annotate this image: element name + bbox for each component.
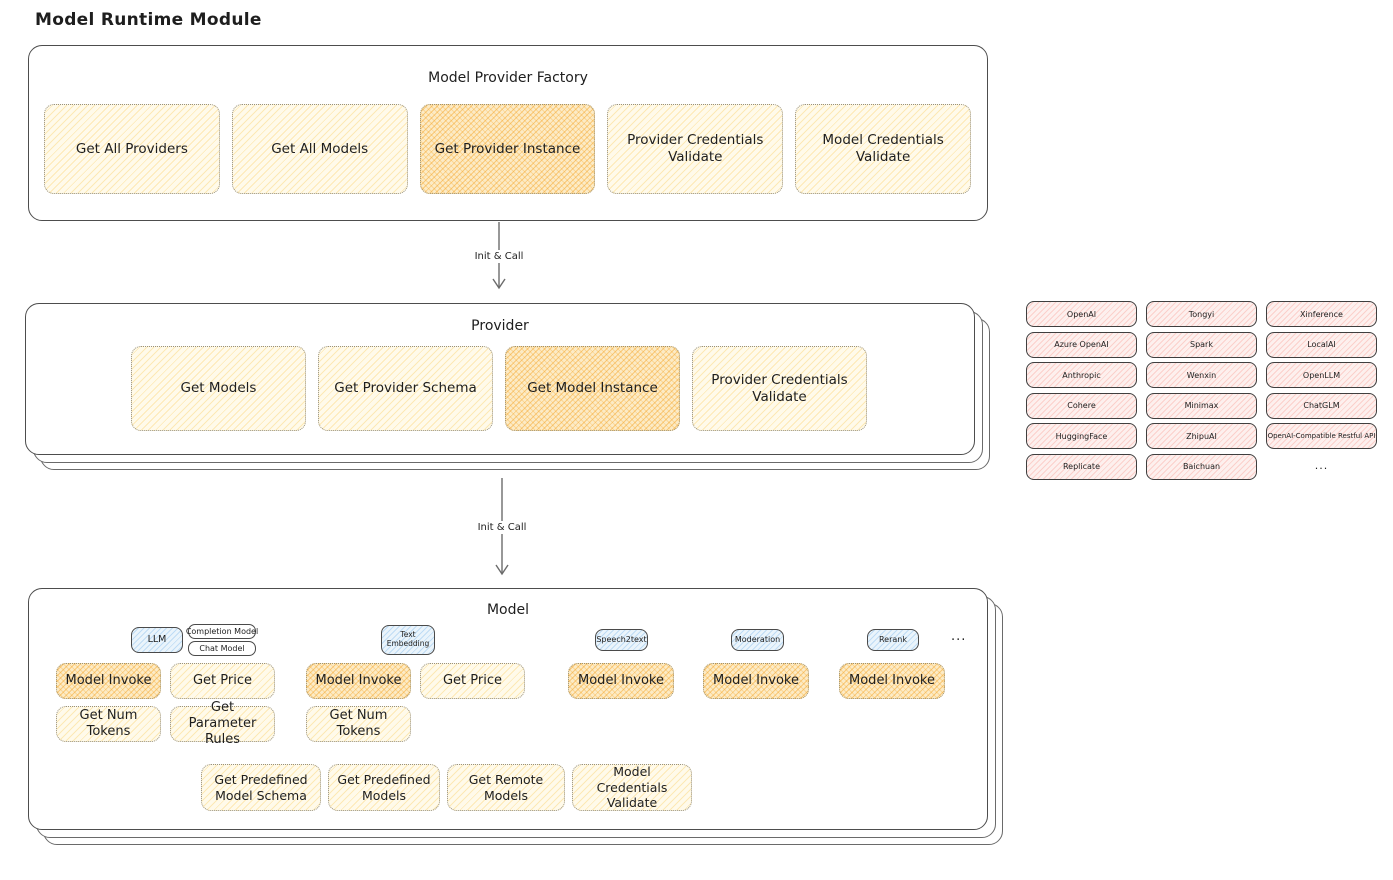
provider-item-get-provider-schema: Get Provider Schema	[318, 346, 493, 431]
text-embedding-actions: Model Invoke Get Price Get Num Tokens	[306, 663, 528, 742]
vendor-xinference: Xinference	[1266, 301, 1377, 327]
embedding-get-price: Get Price	[420, 663, 525, 699]
moderation-tab-row: Moderation	[703, 623, 811, 657]
vendor-openai-compatible-restful-api: OpenAI-Compatible Restful API	[1266, 423, 1377, 449]
model-bottom-row: Get Predefined Model Schema Get Predefin…	[201, 764, 692, 811]
speech2text-model-invoke: Model Invoke	[568, 663, 674, 699]
speech2text-actions: Model Invoke	[568, 663, 674, 699]
llm-actions: Model Invoke Get Price Get Num Tokens Ge…	[56, 663, 278, 747]
embedding-get-num-tokens: Get Num Tokens	[306, 706, 411, 742]
factory-title: Model Provider Factory	[428, 70, 588, 86]
rerank-model-invoke: Model Invoke	[839, 663, 945, 699]
provider-vendor-grid: OpenAI Tongyi Xinference Azure OpenAI Sp…	[1026, 301, 1377, 480]
moderation-actions: Model Invoke	[703, 663, 811, 699]
embedding-model-invoke: Model Invoke	[306, 663, 411, 699]
factory-item-get-all-models: Get All Models	[231, 104, 408, 194]
tab-moderation: Moderation	[731, 629, 784, 651]
vendor-more-ellipsis: ...	[1314, 459, 1329, 472]
llm-get-num-tokens: Get Num Tokens	[56, 706, 161, 742]
model-types-ellipsis: ...	[951, 629, 967, 644]
vendor-anthropic: Anthropic	[1026, 362, 1137, 388]
provider-item-get-model-instance: Get Model Instance	[505, 346, 680, 431]
tab-rerank: Rerank	[867, 629, 919, 651]
model-stack: Model LLM Completion Model Chat Model Mo…	[28, 588, 1003, 845]
model-title: Model	[486, 602, 530, 618]
vendor-tongyi: Tongyi	[1146, 301, 1257, 327]
model-group-rerank: Rerank Model Invoke	[839, 623, 948, 699]
rerank-actions: Model Invoke	[839, 663, 948, 699]
vendor-huggingface: HuggingFace	[1026, 423, 1137, 449]
get-predefined-models: Get Predefined Models	[328, 764, 440, 811]
speech2text-tab-row: Speech2text	[568, 623, 674, 657]
vendor-replicate: Replicate	[1026, 453, 1137, 480]
init-call-label-2: Init & Call	[473, 521, 531, 534]
diagram-title: Model Runtime Module	[35, 10, 262, 30]
provider-items-row: Get Models Get Provider Schema Get Model…	[131, 346, 867, 431]
model-group-moderation: Moderation Model Invoke	[703, 623, 811, 699]
model-group-speech2text: Speech2text Model Invoke	[568, 623, 674, 699]
provider-box: Provider Get Models Get Provider Schema …	[25, 303, 975, 455]
init-call-label-1: Init & Call	[470, 250, 528, 263]
model-provider-factory-box: Model Provider Factory Get All Providers…	[28, 45, 988, 221]
tab-llm: LLM	[131, 627, 183, 653]
tab-completion-model: Completion Model	[186, 624, 258, 639]
vendor-openai: OpenAI	[1026, 301, 1137, 327]
text-embedding-tab-row: Text Embedding	[306, 623, 528, 657]
get-remote-models: Get Remote Models	[447, 764, 565, 811]
factory-item-model-credentials-validate: Model Credentials Validate	[795, 104, 971, 194]
vendor-localai: LocalAI	[1266, 331, 1377, 358]
vendor-spark: Spark	[1146, 331, 1257, 358]
llm-get-parameter-rules: Get Parameter Rules	[170, 700, 275, 747]
vendor-baichuan: Baichuan	[1146, 453, 1257, 480]
factory-item-get-all-providers: Get All Providers	[44, 104, 220, 194]
tab-speech2text: Speech2text	[595, 629, 648, 651]
tab-chat-model: Chat Model	[188, 641, 256, 656]
rerank-tab-row: Rerank	[839, 623, 948, 657]
vendor-chatglm: ChatGLM	[1266, 392, 1377, 419]
moderation-model-invoke: Model Invoke	[703, 663, 809, 699]
factory-items-row: Get All Providers Get All Models Get Pro…	[44, 104, 971, 194]
factory-item-provider-credentials-validate: Provider Credentials Validate	[607, 104, 784, 194]
vendor-openllm: OpenLLM	[1266, 362, 1377, 388]
model-group-llm: LLM Completion Model Chat Model Model In…	[56, 623, 278, 747]
provider-stack: Provider Get Models Get Provider Schema …	[25, 303, 990, 470]
model-credentials-validate: Model Credentials Validate	[572, 764, 692, 811]
factory-item-get-provider-instance: Get Provider Instance	[419, 104, 596, 194]
provider-title: Provider	[471, 318, 529, 334]
get-predefined-model-schema: Get Predefined Model Schema	[201, 764, 321, 811]
vendor-wenxin: Wenxin	[1146, 362, 1257, 388]
llm-subtabs: Completion Model Chat Model	[186, 624, 258, 656]
provider-item-provider-credentials-validate: Provider Credentials Validate	[692, 346, 867, 431]
llm-tab-row: LLM Completion Model Chat Model	[56, 623, 278, 657]
vendor-minimax: Minimax	[1146, 392, 1257, 419]
model-box: Model LLM Completion Model Chat Model Mo…	[28, 588, 988, 830]
llm-get-price: Get Price	[170, 663, 275, 699]
vendor-zhipuai: ZhipuAI	[1146, 423, 1257, 449]
llm-model-invoke: Model Invoke	[56, 663, 161, 699]
tab-text-embedding: Text Embedding	[381, 625, 435, 655]
provider-item-get-models: Get Models	[131, 346, 306, 431]
vendor-cohere: Cohere	[1026, 392, 1137, 419]
vendor-azure-openai: Azure OpenAI	[1026, 331, 1137, 358]
model-group-text-embedding: Text Embedding Model Invoke Get Price Ge…	[306, 623, 528, 742]
